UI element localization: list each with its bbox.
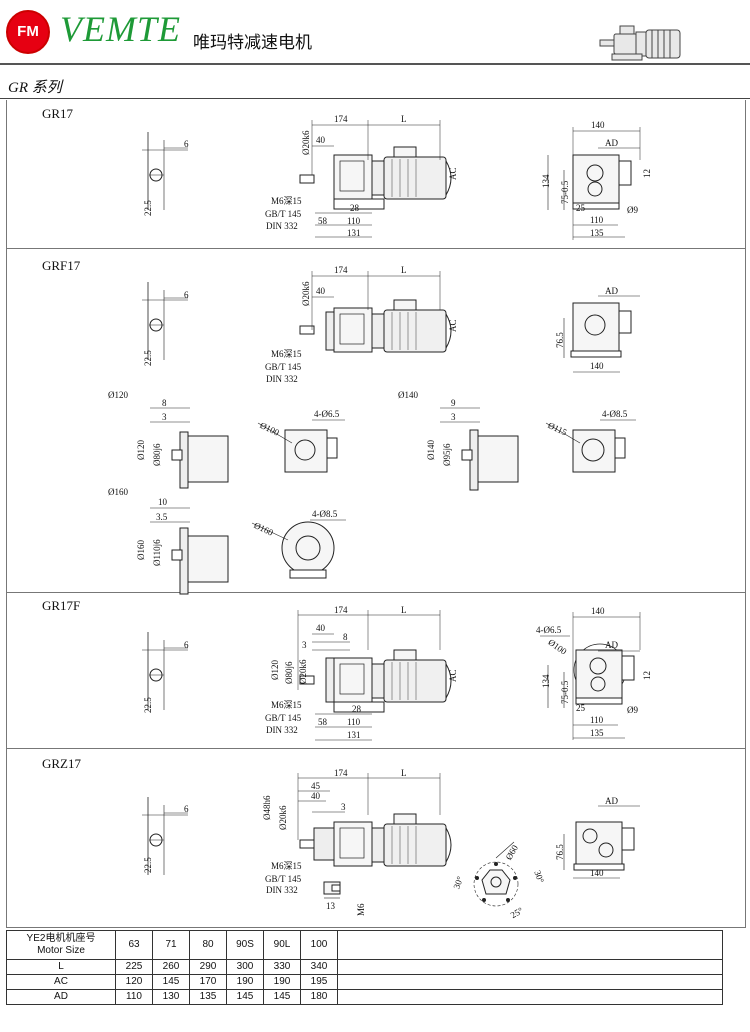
table-cell: 130 xyxy=(152,989,190,1005)
table-blank-area xyxy=(337,989,723,1005)
table-cell: 290 xyxy=(189,959,227,975)
table-blank-area xyxy=(337,974,723,990)
size-cell: 80 xyxy=(189,930,227,960)
gearmotor-thumbnail xyxy=(599,25,681,61)
table-cell: 170 xyxy=(189,974,227,990)
drawing-frame xyxy=(6,100,746,928)
header-rule xyxy=(0,63,750,65)
table-cell: 180 xyxy=(300,989,338,1005)
table-cell: 340 xyxy=(300,959,338,975)
section-divider xyxy=(6,248,746,249)
row-label: L xyxy=(6,959,116,975)
table-row: AC 120 145 170 190 190 195 xyxy=(6,974,723,990)
page-header: FM VEMTE 唯玛特减速电机 xyxy=(0,0,750,66)
brand-name-cn: 唯玛特减速电机 xyxy=(193,33,312,53)
size-cell: 71 xyxy=(152,930,190,960)
table-cell: 190 xyxy=(263,974,301,990)
table-cell: 260 xyxy=(152,959,190,975)
table-cell: 190 xyxy=(226,974,264,990)
brand-logo: FM xyxy=(6,10,50,54)
table-header-label: YE2电机机座号 Motor Size xyxy=(6,930,116,960)
table-cell: 195 xyxy=(300,974,338,990)
table-header-row: YE2电机机座号 Motor Size 63 71 80 90S 90L 100 xyxy=(6,930,723,960)
table-cell: 330 xyxy=(263,959,301,975)
table-blank-area xyxy=(337,930,723,960)
table-row: AD 110 130 135 145 145 180 xyxy=(6,989,723,1005)
row-label: AD xyxy=(6,989,116,1005)
brand-name: VEMTE xyxy=(60,9,181,49)
size-cell: 90S xyxy=(226,930,264,960)
section-title-gr17f: GR17F xyxy=(42,598,81,613)
section-divider xyxy=(6,592,746,593)
motor-size-table: YE2电机机座号 Motor Size 63 71 80 90S 90L 100… xyxy=(6,930,723,1005)
table-cell: 145 xyxy=(263,989,301,1005)
table-cell: 145 xyxy=(152,974,190,990)
size-cell: 100 xyxy=(300,930,338,960)
row-label: AC xyxy=(6,974,116,990)
section-divider xyxy=(6,748,746,749)
table-cell: 300 xyxy=(226,959,264,975)
table-cell: 110 xyxy=(115,989,153,1005)
section-title-grf17: GRF17 xyxy=(42,258,81,273)
size-cell: 63 xyxy=(115,930,153,960)
table-cell: 135 xyxy=(189,989,227,1005)
table-cell: 225 xyxy=(115,959,153,975)
table-blank-area xyxy=(337,959,723,975)
section-title-grz17: GRZ17 xyxy=(42,756,81,771)
section-title-gr17: GR17 xyxy=(42,106,74,121)
series-title: GR 系列 xyxy=(8,80,62,96)
series-rule xyxy=(0,98,750,99)
size-cell: 90L xyxy=(263,930,301,960)
table-cell: 120 xyxy=(115,974,153,990)
table-row: L 225 260 290 300 330 340 xyxy=(6,959,723,975)
table-cell: 145 xyxy=(226,989,264,1005)
